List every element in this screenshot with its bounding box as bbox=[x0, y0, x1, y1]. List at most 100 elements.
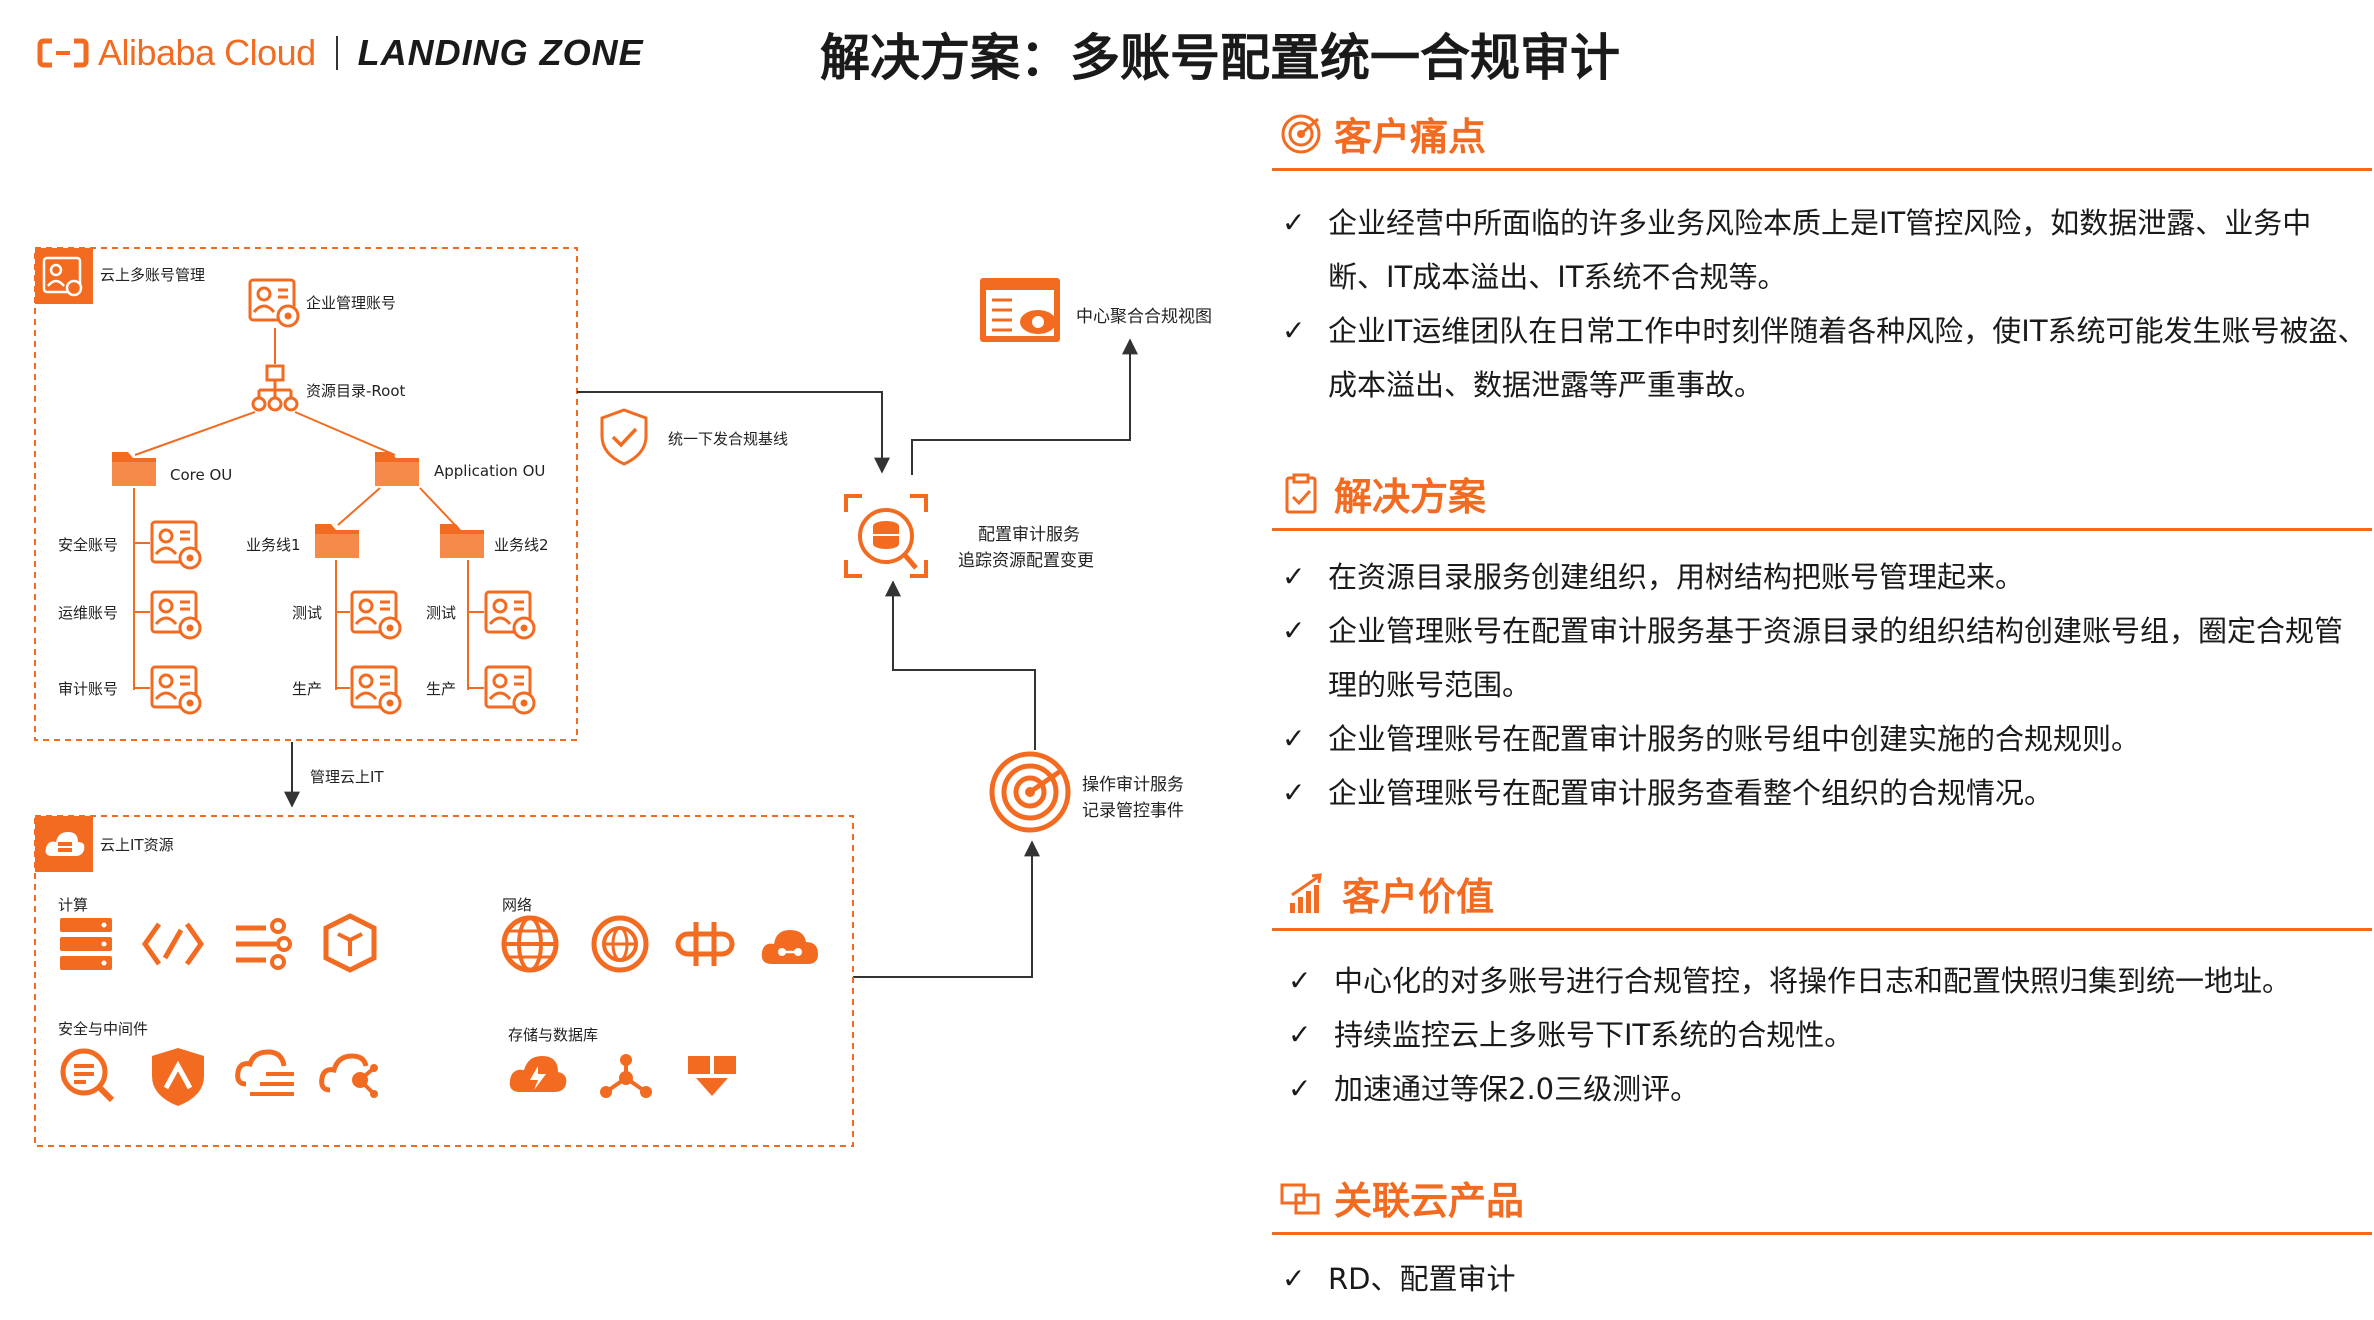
cloud-nodes-icon bbox=[319, 1053, 378, 1098]
page-title: 解决方案：多账号配置统一合规审计 bbox=[820, 29, 1620, 87]
biz-line2-label: 业务线2 bbox=[494, 536, 549, 554]
action-trail-label-1: 操作审计服务 bbox=[1082, 775, 1184, 795]
section-pain-points-list: ✓企业经营中所面临的许多业务风险本质上是IT管控风险，如数据泄露、业务中断、IT… bbox=[1282, 196, 2367, 412]
cloud-server-icon bbox=[45, 832, 85, 856]
server-rack-icon bbox=[60, 918, 112, 970]
load-balancer-icon bbox=[141, 922, 205, 966]
target-icon bbox=[1281, 114, 1321, 153]
table-store-icon bbox=[688, 1056, 736, 1096]
check-mark-icon: ✓ bbox=[1282, 722, 1306, 755]
list-item: ✓企业管理账号在配置审计服务的账号组中创建实施的合规规则。 bbox=[1282, 712, 2367, 766]
container-cube-icon bbox=[323, 913, 377, 973]
action-trail-label-2: 记录管控事件 bbox=[1082, 801, 1184, 821]
section-value-title: 客户价值 bbox=[1342, 875, 1495, 919]
dashboard-eye-icon bbox=[980, 278, 1060, 342]
it-resources-box bbox=[34, 815, 854, 1147]
security-account-label: 安全账号 bbox=[58, 536, 119, 554]
ops-account-label: 运维账号 bbox=[58, 604, 119, 622]
distributed-db-icon bbox=[600, 1054, 652, 1098]
config-audit-label-2: 追踪资源配置变更 bbox=[958, 551, 1094, 571]
core-ou-folder-icon bbox=[112, 452, 156, 486]
section-pain-points-rule bbox=[1272, 168, 2372, 171]
biz1-test-label: 测试 bbox=[292, 604, 323, 622]
check-mark-icon: ✓ bbox=[1282, 206, 1306, 239]
audit-account-label: 审计账号 bbox=[58, 680, 119, 698]
list-item: ✓企业经营中所面临的许多业务风险本质上是IT管控风险，如数据泄露、业务中断、IT… bbox=[1282, 196, 2367, 304]
config-audit-database-icon bbox=[844, 494, 928, 578]
shield-check-icon bbox=[600, 408, 648, 466]
clipboard-icon bbox=[1285, 473, 1317, 513]
list-item: ✓在资源目录服务创建组织，用树结构把账号管理起来。 bbox=[1282, 550, 2367, 604]
biz-line1-label: 业务线1 bbox=[246, 536, 301, 554]
brand-bar: Alibaba Cloud LANDING ZONE bbox=[37, 30, 644, 76]
section-products-title: 关联云产品 bbox=[1334, 1179, 1525, 1223]
root-label: 资源目录-Root bbox=[306, 382, 406, 400]
application-ou-label: Application OU bbox=[434, 462, 546, 480]
compute-label: 计算 bbox=[58, 896, 89, 914]
application-ou-folder-icon bbox=[375, 452, 419, 486]
central-view-arrow bbox=[911, 338, 1138, 475]
list-item: ✓RD、配置审计 bbox=[1282, 1252, 2367, 1306]
audit-account-icon bbox=[150, 665, 202, 715]
security-middleware-label: 安全与中间件 bbox=[58, 1020, 149, 1038]
check-mark-icon: ✓ bbox=[1282, 560, 1306, 593]
biz2-prod-account-icon bbox=[484, 665, 536, 715]
linked-windows-icon bbox=[1280, 1183, 1320, 1214]
check-mark-icon: ✓ bbox=[1288, 1018, 1312, 1051]
biz1-prod-label: 生产 bbox=[292, 680, 323, 698]
list-item: ✓企业IT运维团队在日常工作中时刻伴随着各种风险，使IT系统可能发生账号被盗、成… bbox=[1282, 304, 2367, 412]
account-management-icon bbox=[42, 256, 83, 297]
section-solution-rule bbox=[1272, 528, 2372, 531]
section-products-list: ✓RD、配置审计 bbox=[1282, 1252, 2367, 1306]
enterprise-account-icon bbox=[248, 278, 300, 328]
list-item: ✓持续监控云上多账号下IT系统的合规性。 bbox=[1288, 1008, 2368, 1062]
core-ou-label: Core OU bbox=[170, 466, 233, 484]
it-resources-label: 云上IT资源 bbox=[100, 836, 174, 854]
list-item: ✓企业管理账号在配置审计服务基于资源目录的组织结构创建账号组，圈定合规管理的账号… bbox=[1282, 604, 2367, 712]
biz1-test-account-icon bbox=[350, 590, 402, 640]
biz2-test-label: 测试 bbox=[426, 604, 457, 622]
baseline-label: 统一下发合规基线 bbox=[668, 430, 789, 448]
multi-account-box-label: 云上多账号管理 bbox=[100, 266, 206, 284]
enterprise-account-label: 企业管理账号 bbox=[306, 294, 397, 312]
list-item: ✓中心化的对多账号进行合规管控，将操作日志和配置快照归集到统一地址。 bbox=[1288, 954, 2368, 1008]
resource-directory-root-icon bbox=[251, 364, 299, 412]
section-pain-points-header: 客户痛点 bbox=[1280, 106, 1486, 161]
section-products-header: 关联云产品 bbox=[1280, 1170, 1524, 1225]
alibaba-cloud-text: Alibaba Cloud bbox=[98, 32, 316, 73]
cloud-message-icon bbox=[235, 1049, 294, 1096]
ops-account-icon bbox=[150, 590, 202, 640]
cloud-link-icon bbox=[761, 930, 818, 964]
check-mark-icon: ✓ bbox=[1282, 776, 1306, 809]
biz-line2-folder-icon bbox=[440, 524, 484, 558]
cloud-storage-icon bbox=[509, 1056, 567, 1092]
config-audit-label-1: 配置审计服务 bbox=[978, 525, 1080, 545]
action-to-config-arrow bbox=[885, 580, 1036, 750]
globe-network-icon bbox=[501, 915, 559, 973]
list-item: ✓加速通过等保2.0三级测评。 bbox=[1288, 1062, 2368, 1116]
network-label: 网络 bbox=[502, 896, 533, 914]
biz1-prod-account-icon bbox=[350, 665, 402, 715]
check-mark-icon: ✓ bbox=[1282, 614, 1306, 647]
storage-db-label: 存储与数据库 bbox=[508, 1026, 599, 1044]
brand-divider bbox=[335, 36, 338, 70]
check-mark-icon: ✓ bbox=[1288, 964, 1312, 997]
baseline-arrow bbox=[577, 391, 890, 474]
security-account-icon bbox=[150, 520, 202, 570]
check-mark-icon: ✓ bbox=[1282, 314, 1306, 347]
check-mark-icon: ✓ bbox=[1282, 1262, 1306, 1295]
security-scan-icon bbox=[60, 1048, 115, 1103]
section-products-rule bbox=[1272, 1232, 2372, 1235]
section-value-rule bbox=[1272, 928, 2372, 931]
manage-it-label: 管理云上IT bbox=[310, 768, 384, 786]
landing-zone-text: LANDING ZONE bbox=[357, 32, 644, 73]
cdn-globe-icon bbox=[591, 915, 649, 973]
section-value-list: ✓中心化的对多账号进行合规管控，将操作日志和配置快照归集到统一地址。 ✓持续监控… bbox=[1288, 954, 2368, 1116]
section-pain-points-title: 客户痛点 bbox=[1334, 115, 1487, 159]
biz2-test-account-icon bbox=[484, 590, 536, 640]
express-connect-icon bbox=[675, 922, 735, 966]
section-solution-header: 解决方案 bbox=[1280, 466, 1486, 521]
central-view-label: 中心聚合合规视图 bbox=[1076, 307, 1212, 327]
architecture-diagram bbox=[34, 247, 1138, 1147]
section-solution-list: ✓在资源目录服务创建组织，用树结构把账号管理起来。 ✓企业管理账号在配置审计服务… bbox=[1282, 550, 2367, 820]
